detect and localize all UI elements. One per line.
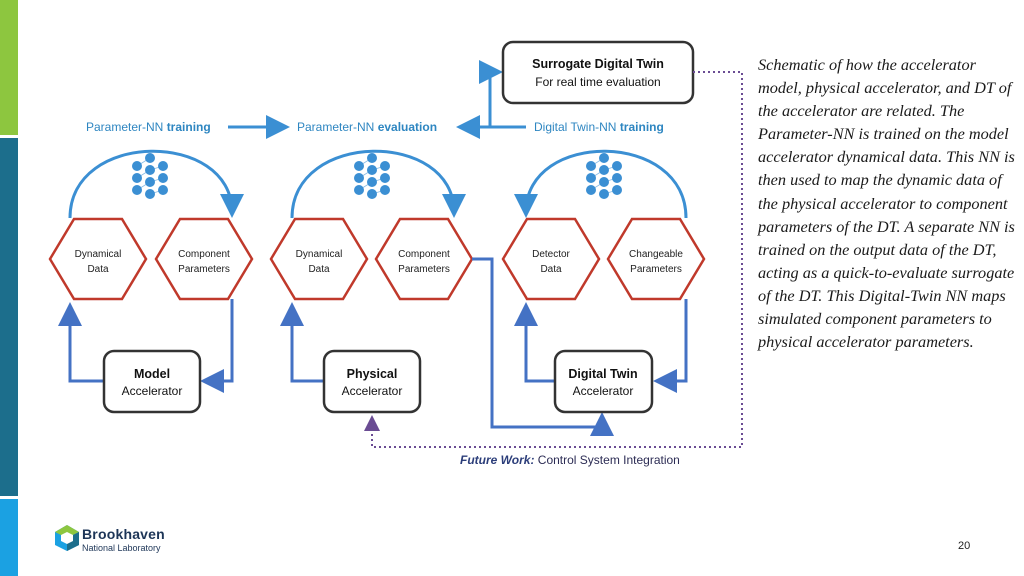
- accelerator-label: Accelerator: [122, 384, 183, 398]
- surrogate-digital-twin-box: [501, 40, 695, 105]
- accelerator-label: Model: [134, 367, 170, 381]
- hexagon-component-parameters: [154, 217, 254, 301]
- accelerator-label: Physical: [347, 367, 398, 381]
- hexagon-label: Parameters: [398, 264, 450, 275]
- diagram-caption: Schematic of how the accelerator model, …: [758, 55, 1015, 352]
- accelerator-label: Accelerator: [573, 384, 634, 398]
- hexagon-label: Dynamical: [296, 249, 343, 260]
- hexagon-label: Dynamical: [75, 249, 122, 260]
- connector-digital-twin-to-detector: [514, 302, 555, 383]
- hexagon-label: Changeable: [629, 249, 683, 260]
- connector-parameters-to-digital-twin: [472, 257, 614, 436]
- neural-network-icon: [585, 152, 623, 200]
- sidebar-accent-green: [0, 0, 18, 135]
- nn-arc-evaluation: [290, 149, 466, 219]
- neural-network-icon: [353, 152, 391, 200]
- hexagon-label: Component: [178, 249, 230, 260]
- hexagon-label: Component: [398, 249, 450, 260]
- accelerator-label: Digital Twin: [568, 367, 637, 381]
- model-accelerator-box: [102, 349, 202, 414]
- logo-name: Brookhaven: [82, 526, 165, 542]
- accelerator-label: Accelerator: [342, 384, 403, 398]
- hexagon-dynamical-data: [269, 217, 369, 301]
- hexagon-label: Data: [308, 264, 330, 275]
- surrogate-title: Surrogate Digital Twin: [532, 57, 664, 71]
- section-label-digital-twin-nn-training: Digital Twin-NN training: [534, 120, 664, 134]
- neural-network-icon: [131, 152, 169, 200]
- page-number: 20: [958, 540, 971, 552]
- hexagon-detector-data: [501, 217, 601, 301]
- hexagon-label: Data: [87, 264, 109, 275]
- section-label-parameter-nn-training: Parameter-NN training: [86, 120, 211, 134]
- connector-parameters-to-model: [200, 299, 234, 393]
- connector-changeable-to-digital-twin: [653, 299, 688, 393]
- accelerator-dt-diagram: Parameter-NN training Parameter-NN evalu…: [48, 40, 743, 467]
- nn-arc-dt-training: [514, 149, 688, 219]
- surrogate-subtitle: For real time evaluation: [535, 75, 660, 89]
- hexagon-label: Parameters: [630, 264, 682, 275]
- connector-physical-to-dynamical-data: [280, 302, 324, 383]
- sidebar-accent-teal: [0, 138, 18, 496]
- future-work-label: Future Work: Control System Integration: [460, 453, 680, 467]
- sidebar-accent-cyan: [0, 499, 18, 576]
- connector-model-to-dynamical-data: [58, 302, 104, 383]
- brookhaven-logo-icon: [55, 525, 79, 551]
- arrow-to-surrogate: [479, 60, 503, 127]
- hexagon-changeable-parameters: [606, 217, 706, 301]
- logo-subtitle: National Laboratory: [82, 543, 161, 553]
- hexagon-label: Data: [540, 264, 562, 275]
- physical-accelerator-box: [322, 349, 422, 414]
- nn-arc-training: [68, 149, 244, 219]
- digital-twin-accelerator-box: [553, 349, 654, 414]
- hexagon-label: Detector: [532, 249, 570, 260]
- section-label-parameter-nn-evaluation: Parameter-NN evaluation: [297, 120, 437, 134]
- hexagon-dynamical-data: [48, 217, 148, 301]
- hexagon-label: Parameters: [178, 264, 230, 275]
